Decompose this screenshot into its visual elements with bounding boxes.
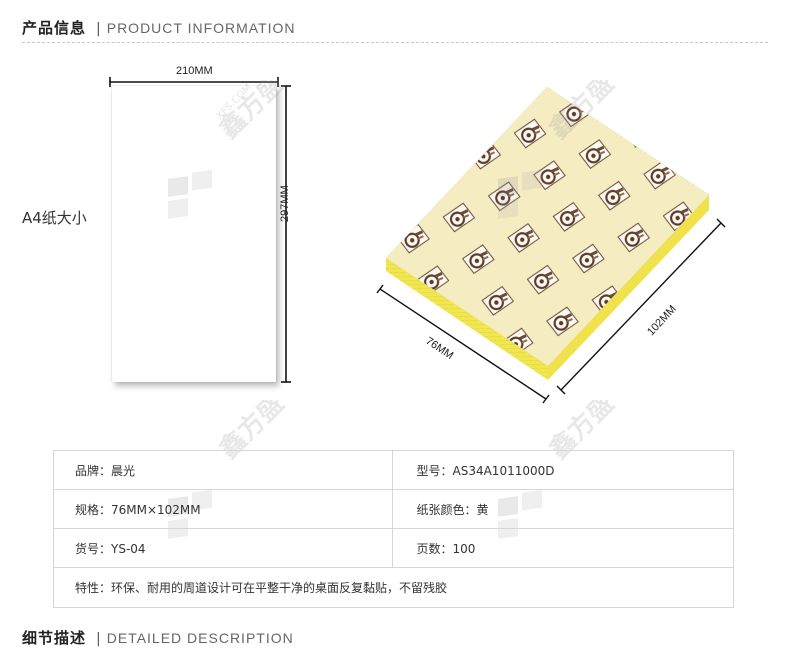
product-info-title-cn: 产品信息 (22, 19, 87, 37)
spec-model: 型号：AS34A1011000D (391, 451, 734, 489)
product-info-heading: 产品信息 | PRODUCT INFORMATION (22, 17, 296, 38)
spec-size: 规格：76MM×102MM (75, 502, 201, 517)
spec-feature: 特性：环保、耐用的周道设计可在平整干净的桌面反复黏贴，不留残胶 (75, 581, 448, 595)
table-row: 规格：76MM×102MM 纸张颜色：黄 (54, 490, 733, 529)
spec-paper-color: 纸张颜色：黄 (391, 490, 734, 528)
spec-table: 品牌：晨光 型号：AS34A1011000D 规格：76MM×102MM 纸张颜… (53, 450, 734, 608)
detail-title-cn: 细节描述 (22, 629, 87, 647)
table-row: 品牌：晨光 型号：AS34A1011000D (54, 451, 733, 490)
table-row: 特性：环保、耐用的周道设计可在平整干净的桌面反复黏贴，不留残胶 (54, 568, 733, 607)
product-info-title-en: PRODUCT INFORMATION (106, 20, 296, 36)
heading-separator: | (96, 631, 101, 647)
a4-size-label: A4纸大小 (22, 209, 87, 227)
a4-paper-illustration (112, 86, 276, 382)
detail-title-en: DETAILED DESCRIPTION (106, 630, 294, 646)
heading-separator: | (96, 21, 101, 37)
spec-page-count: 页数：100 (391, 529, 734, 567)
detail-heading: 细节描述 | DETAILED DESCRIPTION (22, 627, 294, 648)
spec-brand: 品牌：晨光 (75, 463, 136, 478)
table-row: 货号：YS-04 页数：100 (54, 529, 733, 568)
heading-divider (22, 42, 768, 43)
spec-item-number: 货号：YS-04 (75, 541, 146, 556)
a4-width-label: 210MM (176, 65, 213, 77)
